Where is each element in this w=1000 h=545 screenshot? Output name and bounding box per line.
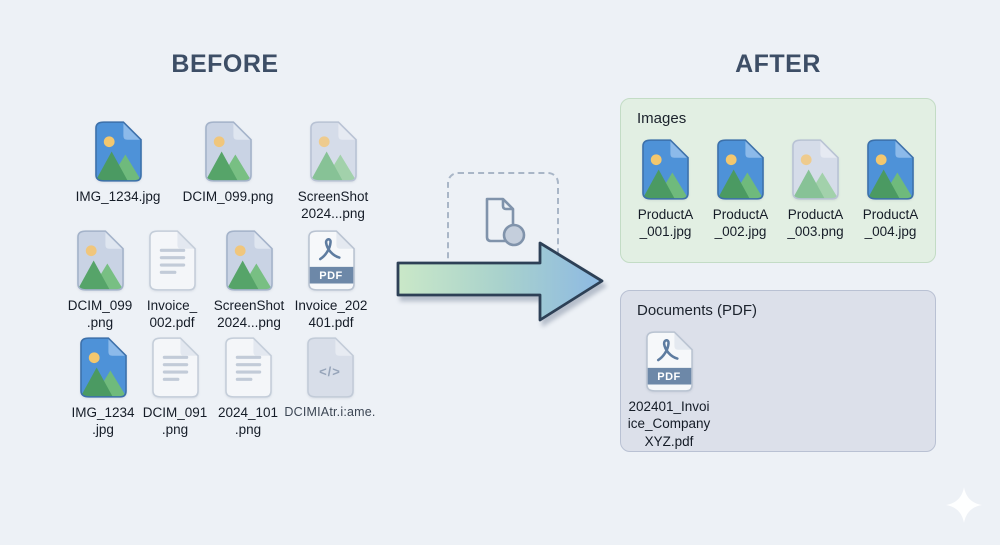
file-name-label: ProductA _003.png <box>787 207 844 240</box>
file-name-label: DCIM_099.png <box>182 189 274 204</box>
file-name-label: ScreenShot 2024...png <box>297 189 369 222</box>
image-file-icon <box>226 230 273 291</box>
pdf-badge: PDF <box>657 371 681 383</box>
file-name-label: Invoice_202 401.pdf <box>294 298 368 331</box>
after-title: AFTER <box>735 50 821 78</box>
group-title: Images <box>637 110 687 127</box>
pdf-file-icon: PDF <box>646 331 693 392</box>
file-name-label: ProductA _002.jpg <box>712 207 769 240</box>
file-name-label: IMG_1234.jpg <box>75 189 161 204</box>
file-item: ProductA _001.jpg <box>631 139 701 241</box>
file-item: PDF Invoice_202 401.pdf <box>283 230 379 332</box>
file-item: PDF 202401_Invoi ice_Company XYZ.pdf <box>627 331 711 450</box>
document-file-icon <box>152 337 199 398</box>
file-name-label: ScreenShot 2024...png <box>213 298 285 331</box>
file-name-label: ProductA _001.jpg <box>637 207 694 240</box>
file-name-label: 202401_Invoi ice_Company XYZ.pdf <box>627 399 711 449</box>
file-name-label: DCIMIAtr.i:ame. <box>284 405 376 419</box>
file-placeholder-box <box>447 172 559 269</box>
file-item: DCIM_099.png <box>180 121 276 205</box>
file-name-label: Invoice_ 002.pdf <box>146 298 198 331</box>
file-item: ProductA _003.png <box>781 139 851 241</box>
image-file-icon <box>205 121 252 182</box>
file-name-label: ProductA _004.jpg <box>862 207 919 240</box>
images-file-row: ProductA _001.jpg ProductA _002.jpg Prod… <box>621 139 935 241</box>
processing-file-icon <box>485 197 526 246</box>
image-file-icon <box>717 139 764 200</box>
image-file-icon <box>792 139 839 200</box>
image-file-icon <box>80 337 127 398</box>
image-file-icon <box>77 230 124 291</box>
image-file-icon <box>642 139 689 200</box>
file-name-label: IMG_1234 .jpg <box>71 405 135 438</box>
file-item: IMG_1234.jpg <box>70 121 166 205</box>
file-item: IMG_1234 .jpg <box>55 337 151 439</box>
file-item: ProductA _004.jpg <box>856 139 926 241</box>
file-item: 2024_101 .png <box>200 337 296 439</box>
file-name-label: 2024_101 .png <box>217 405 279 438</box>
file-item: ScreenShot 2024...png <box>285 121 381 223</box>
before-title: BEFORE <box>171 50 279 78</box>
sparkle-icon <box>945 486 983 524</box>
image-file-icon <box>867 139 914 200</box>
file-item: Invoice_ 002.pdf <box>124 230 220 332</box>
code-glyph: </> <box>319 364 341 379</box>
image-file-icon <box>95 121 142 182</box>
images-group-panel: Images ProductA _001.jpg ProductA _002.j… <box>620 98 936 263</box>
file-item: ProductA _002.jpg <box>706 139 776 241</box>
group-title: Documents (PDF) <box>637 302 758 319</box>
document-file-icon <box>149 230 196 291</box>
file-name-label: DCIM_099 .png <box>67 298 133 331</box>
documents-group-panel: Documents (PDF) PDF 202401_Invoi ice_Com… <box>620 290 936 452</box>
file-name-label: DCIM_091 .png <box>142 405 208 438</box>
file-item: DCIM_091 .png <box>127 337 223 439</box>
file-item: ScreenShot 2024...png <box>201 230 297 332</box>
pdf-badge: PDF <box>319 270 343 282</box>
file-item: DCIM_099 .png <box>52 230 148 332</box>
image-file-icon <box>310 121 357 182</box>
transform-arrow-icon <box>396 241 604 322</box>
document-file-icon <box>225 337 272 398</box>
pdf-file-icon: PDF <box>308 230 355 291</box>
file-item: </> DCIMIAtr.i:ame. <box>282 337 378 420</box>
code-file-icon: </> <box>307 337 354 398</box>
